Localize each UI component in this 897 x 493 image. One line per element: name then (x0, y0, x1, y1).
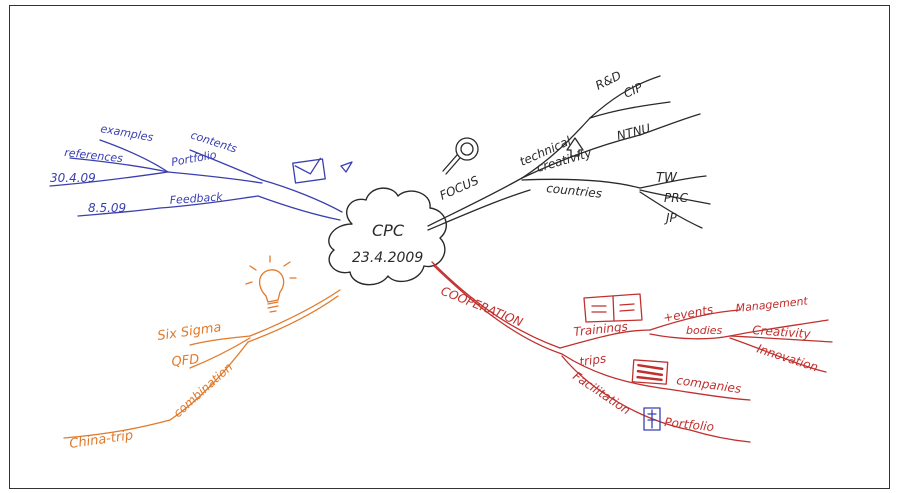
label-focus: FOCUS (438, 173, 482, 203)
label-feedback: Feedback (169, 190, 223, 207)
label-references: references (64, 146, 124, 165)
label-portfolio: Portfolio (170, 148, 217, 169)
label-events: +events (662, 302, 714, 325)
magnifier-icon (455, 137, 479, 161)
label-date-30-4: 30.4.09 (50, 171, 96, 185)
blue-main-branch (261, 179, 343, 213)
envelope-icon (292, 158, 326, 184)
lightbulb-icon (245, 255, 297, 313)
label-management: Management (735, 294, 809, 315)
label-trips: trips (578, 351, 607, 369)
label-tw: TW (656, 171, 678, 186)
label-bodies: bodies (686, 324, 723, 337)
label-creativity-red: Creativity (752, 323, 812, 341)
cooperation-branch (431, 261, 561, 349)
book-icon (583, 293, 643, 323)
label-companies: companies (676, 373, 743, 396)
label-innovation: Innovation (755, 342, 820, 375)
center-cloud (328, 187, 448, 286)
canvas-frame (9, 5, 890, 489)
label-jp: JP (664, 211, 678, 225)
label-date-8-5: 8.5.09 (88, 201, 126, 215)
center-title: CPC (372, 221, 405, 240)
label-qfd: QFD (171, 352, 200, 370)
label-ntnu: NTNU (615, 121, 652, 143)
label-countries: countries (546, 181, 603, 201)
label-china-trip: China-trip (68, 428, 134, 452)
ideas-branch (249, 289, 341, 337)
label-facilitation: Facilitation (570, 369, 632, 417)
portfolio-icon (643, 407, 661, 431)
label-portfolio-red: Portfolio (664, 415, 715, 434)
arrow-up-icon (566, 137, 584, 157)
label-rd: R&D (593, 68, 623, 92)
label-prc: PRC (664, 191, 689, 205)
blue-sub-branch (257, 195, 341, 221)
label-cooperation: COOPERATION (439, 284, 525, 330)
label-examples: examples (99, 122, 154, 144)
flag-icon (631, 359, 669, 385)
center-date: 23.4.2009 (352, 250, 423, 266)
label-trainings: Trainings (573, 319, 629, 339)
focus-branch (427, 177, 523, 227)
